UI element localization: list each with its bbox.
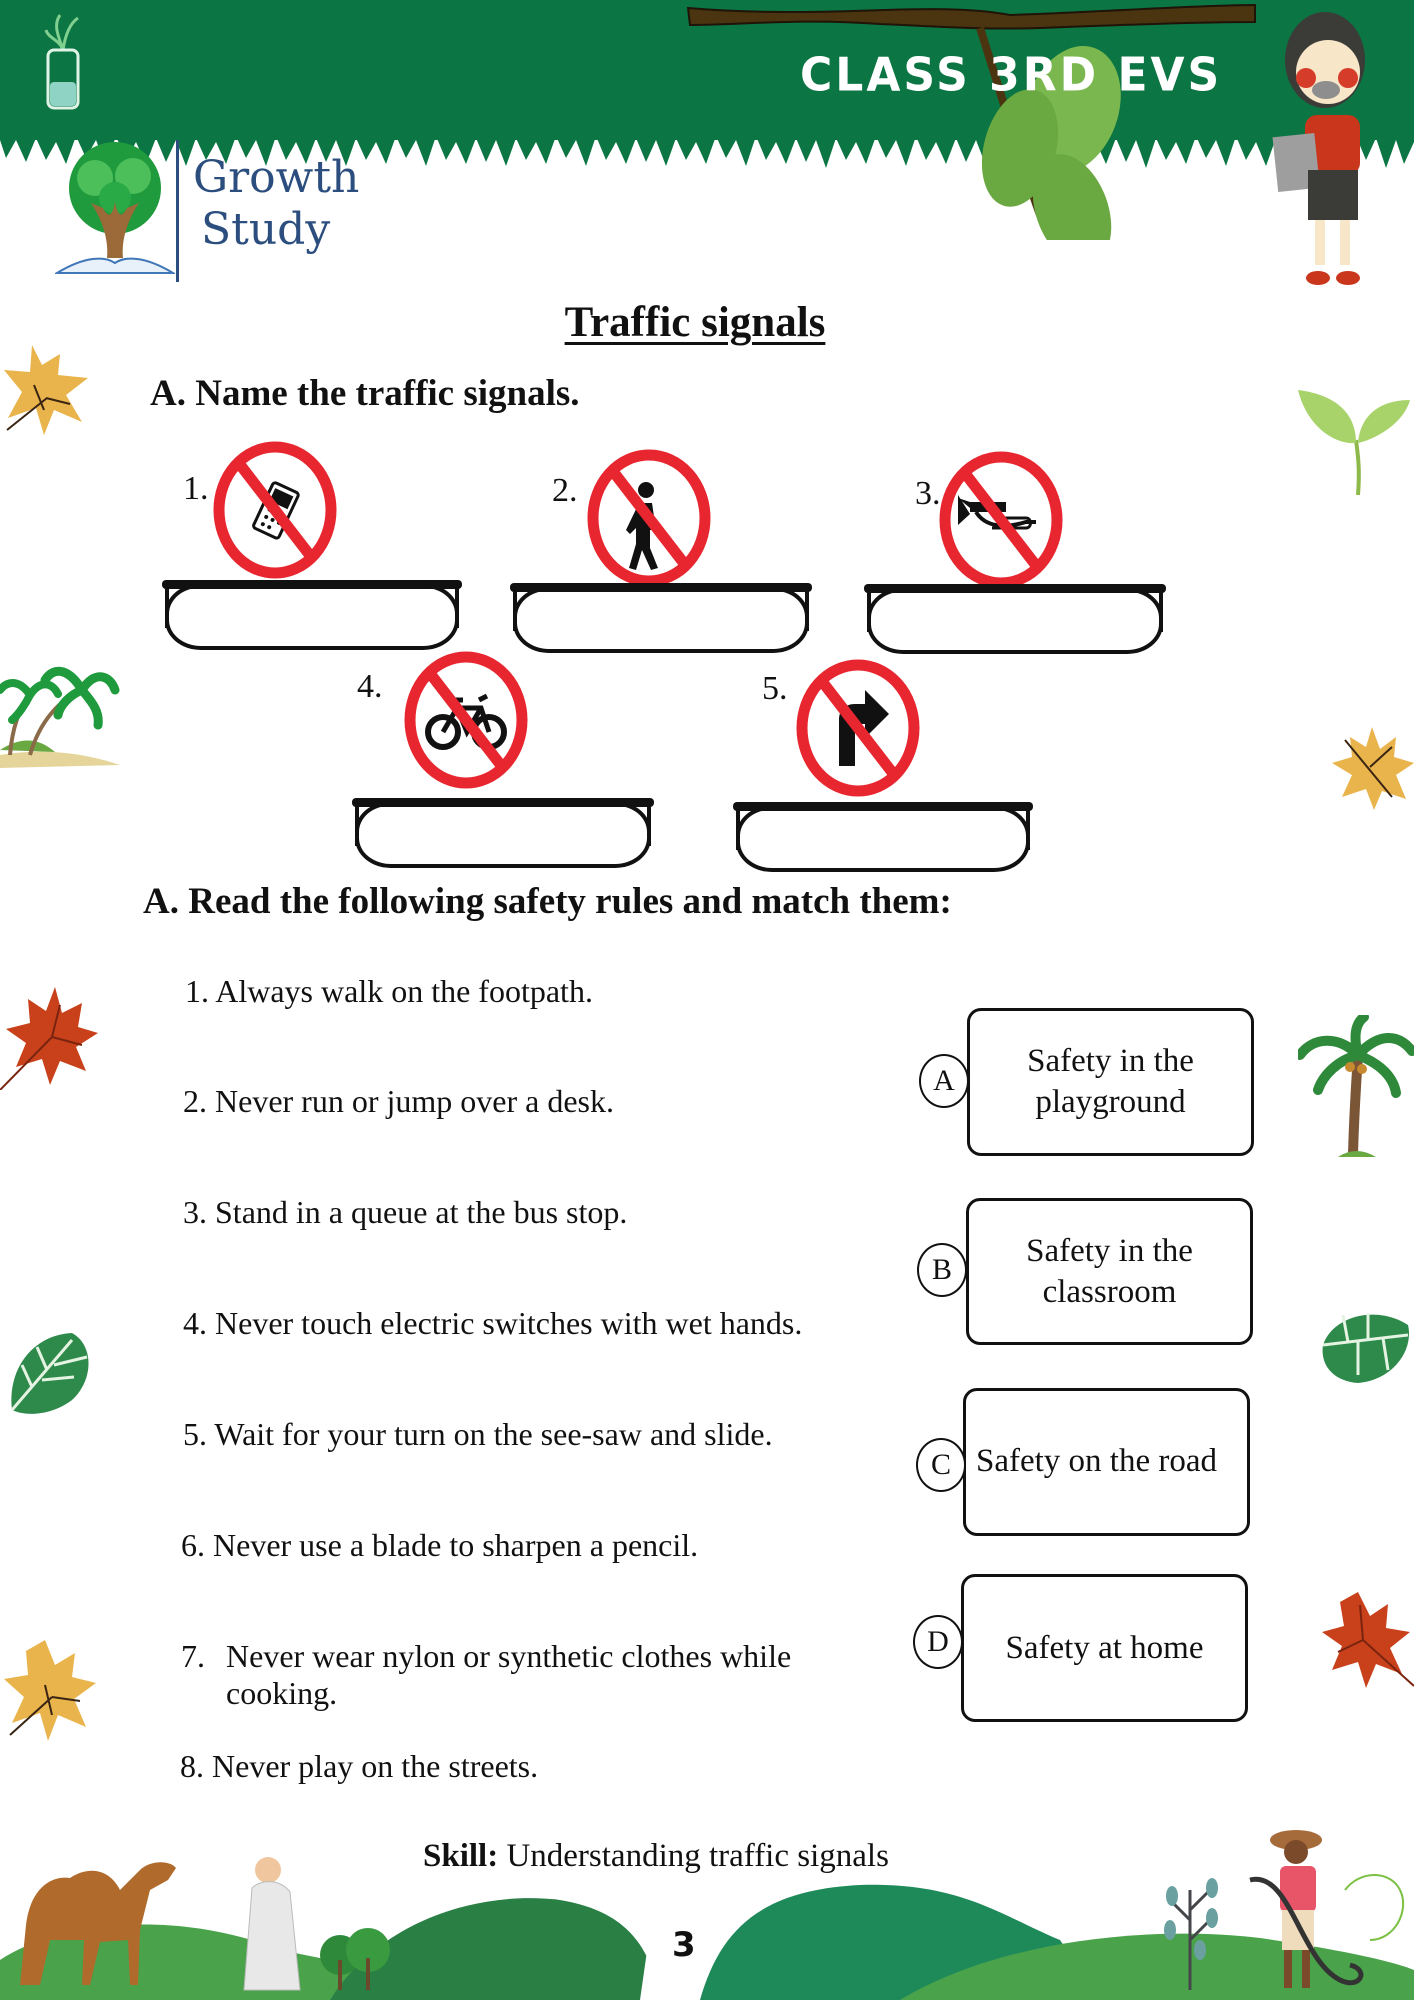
plant-jar-icon — [44, 14, 80, 110]
sign-number: 4. — [357, 668, 383, 705]
rule-item: 7. Never wear nylon or synthetic clothes… — [181, 1638, 791, 1712]
palm-tree-icon — [1298, 1015, 1414, 1157]
answer-box-sign-4[interactable] — [352, 798, 654, 868]
logo-line-2: Study — [201, 204, 331, 255]
match-letter-a[interactable]: A — [919, 1054, 969, 1108]
match-option-d[interactable]: Safety at home — [961, 1574, 1248, 1722]
maple-leaf-red-icon — [0, 987, 98, 1090]
no-horn-icon — [939, 451, 1063, 589]
no-pedestrians-icon — [587, 449, 711, 587]
section-heading-name-signals: A. Name the traffic signals. — [150, 373, 580, 414]
no-cycling-icon — [404, 651, 528, 789]
match-letter-c[interactable]: C — [916, 1438, 966, 1492]
skill-line: Skill: Understanding traffic signals — [423, 1838, 889, 1875]
no-mobile-phone-icon — [213, 441, 337, 579]
rule-item: 6. Never use a blade to sharpen a pencil… — [181, 1527, 699, 1563]
sign-number: 1. — [183, 470, 209, 507]
match-option-label: Safety on the road — [976, 1443, 1218, 1479]
rule-number: 7. — [181, 1638, 205, 1674]
class-title: CLASS 3RD EVS — [800, 48, 1223, 103]
monstera-leaf-icon — [1322, 1313, 1410, 1383]
sign-number: 2. — [552, 472, 578, 509]
rule-item: 5. Wait for your turn on the see-saw and… — [183, 1416, 773, 1452]
match-option-b[interactable]: Safety in the classroom — [966, 1198, 1253, 1345]
maple-leaf-yellow-icon — [4, 1640, 96, 1741]
match-option-label: Safety at home — [1005, 1629, 1204, 1666]
match-letter-b[interactable]: B — [917, 1243, 967, 1297]
growth-study-logo-tree-icon — [55, 142, 175, 274]
answer-box-sign-5[interactable] — [733, 802, 1033, 872]
answer-box-sign-2[interactable] — [510, 583, 812, 653]
maple-leaf-yellow-icon — [1332, 727, 1414, 810]
logo-text: Growth Study — [193, 152, 359, 256]
match-letter-d[interactable]: D — [913, 1615, 963, 1669]
rule-item: 1. Always walk on the footpath. — [185, 973, 593, 1009]
rule-item: 8. Never play on the streets. — [180, 1748, 539, 1784]
palm-trees-island-icon — [0, 666, 120, 768]
match-option-c[interactable]: Safety on the road — [963, 1388, 1250, 1536]
sign-number: 3. — [915, 475, 941, 512]
answer-box-sign-1[interactable] — [162, 580, 462, 650]
rule-item: 2. Never run or jump over a desk. — [183, 1083, 614, 1119]
page-number: 3 — [672, 1925, 696, 1965]
branch-with-leaves-decoration — [686, 3, 1256, 240]
footer-landscape-illustration — [0, 1830, 1414, 2000]
rule-item: 3. Stand in a queue at the bus stop. — [183, 1194, 628, 1230]
sprout-leaves-icon — [1298, 390, 1410, 496]
logo-line-1: Growth — [193, 152, 360, 203]
maple-leaf-yellow-icon — [4, 345, 88, 435]
logo-divider — [176, 140, 179, 282]
child-with-tablet-illustration — [1272, 12, 1365, 285]
answer-box-sign-3[interactable] — [864, 584, 1166, 654]
match-option-label: Safety in the playground — [1027, 1043, 1194, 1120]
page-title: Traffic signals — [564, 299, 826, 346]
monstera-leaf-icon — [10, 1333, 89, 1414]
section-heading-match: A. Read the following safety rules and m… — [143, 881, 952, 922]
match-option-label: Safety in the classroom — [1026, 1232, 1193, 1310]
rule-item: 4. Never touch electric switches with we… — [183, 1305, 803, 1341]
rule-text-line-1: Never wear nylon or synthetic clothes wh… — [226, 1638, 792, 1674]
rule-text-line-2: cooking. — [226, 1675, 338, 1711]
skill-text: Understanding traffic signals — [498, 1838, 889, 1874]
sign-number: 5. — [762, 670, 788, 707]
skill-label: Skill: — [423, 1838, 499, 1874]
maple-leaf-red-icon — [1322, 1592, 1414, 1688]
match-option-a[interactable]: Safety in the playground — [967, 1008, 1254, 1156]
no-right-turn-icon — [796, 659, 920, 797]
